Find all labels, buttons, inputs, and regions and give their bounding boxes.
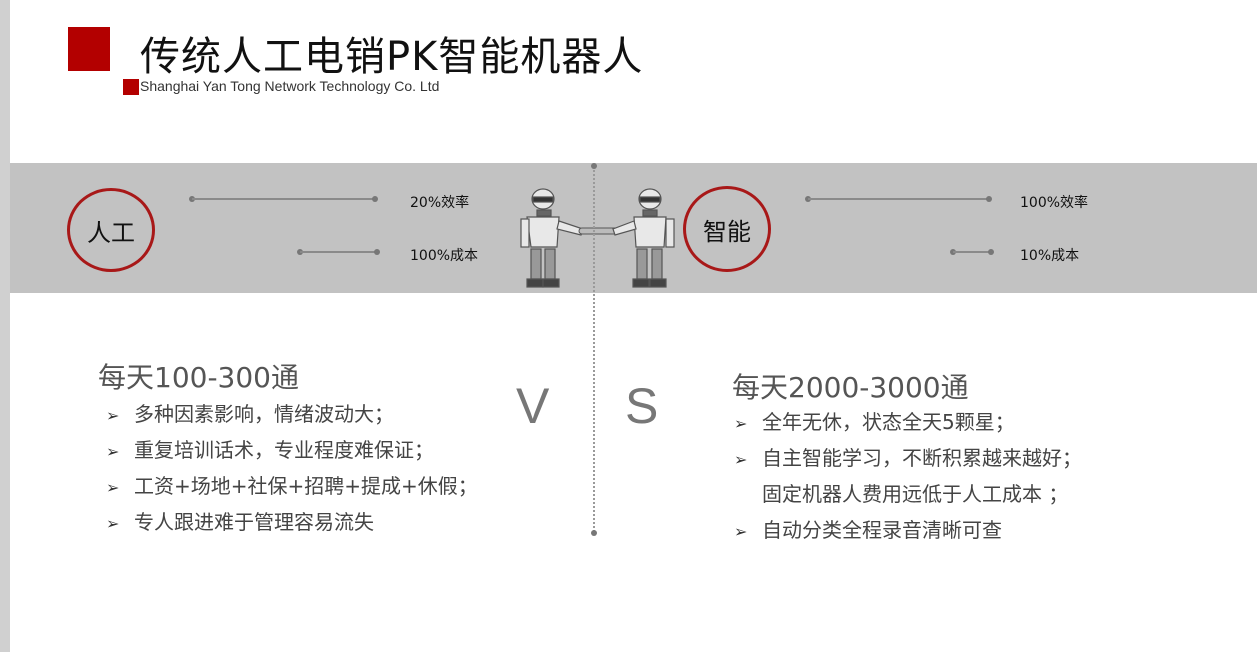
stat-line-dot <box>374 249 380 255</box>
human-efficiency-stat: 20%效率 <box>410 195 470 211</box>
arrow-bullet-icon: ➢ <box>106 478 120 497</box>
stat-line <box>300 251 376 253</box>
slide: 传统人工电销PK智能机器人 Shanghai Yan Tong Network … <box>10 0 1257 652</box>
list-item: ➢重复培训话术，专业程度难保证； <box>106 432 478 468</box>
list-item: ➢自主智能学习，不断积累越来越好； <box>734 440 1082 476</box>
stat-line <box>192 198 375 200</box>
robots-handshake-image <box>520 188 675 288</box>
smart-circle-label: 智能 <box>703 217 751 246</box>
smart-bullet-list: ➢全年无休，状态全天5颗星； ➢自主智能学习，不断积累越来越好； 固定机器人费用… <box>734 404 1082 548</box>
stat-line <box>808 198 988 200</box>
human-circle-label: 人工 <box>87 218 135 247</box>
human-calls-heading: 每天100-300通 <box>98 361 299 394</box>
smart-calls-heading: 每天2000-3000通 <box>732 371 969 404</box>
right-robot-icon <box>612 188 675 288</box>
left-robot-icon <box>520 188 584 288</box>
stat-line-dot <box>372 196 378 202</box>
vs-letter-v: V <box>516 378 550 434</box>
center-divider <box>593 166 595 532</box>
divider-dot-bottom <box>591 530 597 536</box>
page-title: 传统人工电销PK智能机器人 <box>140 34 644 80</box>
smart-efficiency-stat: 100%效率 <box>1020 195 1089 211</box>
company-subtitle: Shanghai Yan Tong Network Technology Co.… <box>140 78 440 94</box>
human-bullet-list: ➢多种因素影响，情绪波动大； ➢重复培训话术，专业程度难保证； ➢工资+场地+社… <box>106 396 478 540</box>
list-item-continuation: 固定机器人费用远低于人工成本 ； <box>762 482 1069 506</box>
stat-line <box>953 251 989 253</box>
list-item: ➢自动分类全程录音清晰可查 <box>734 512 1082 548</box>
list-item: ➢专人跟进难于管理容易流失 <box>106 504 478 540</box>
divider-dot-top <box>591 163 597 169</box>
vs-letter-s: S <box>625 378 659 434</box>
subtitle-accent-square <box>123 79 139 95</box>
arrow-bullet-icon: ➢ <box>106 442 120 461</box>
arrow-bullet-icon: ➢ <box>734 414 748 433</box>
arrow-bullet-icon: ➢ <box>734 450 748 469</box>
arrow-bullet-icon: ➢ <box>106 406 120 425</box>
list-item: ➢全年无休，状态全天5颗星； <box>734 404 1082 440</box>
stat-line-dot <box>988 249 994 255</box>
human-cost-stat: 100%成本 <box>410 248 479 264</box>
stat-line-dot <box>986 196 992 202</box>
human-circle: 人工 <box>67 188 155 272</box>
title-accent-square <box>68 27 110 71</box>
smart-circle: 智能 <box>683 186 771 272</box>
list-item: ➢工资+场地+社保+招聘+提成+休假； <box>106 468 478 504</box>
list-item: ➢多种因素影响，情绪波动大； <box>106 396 478 432</box>
arrow-bullet-icon: ➢ <box>106 514 120 533</box>
smart-cost-stat: 10%成本 <box>1020 248 1080 264</box>
arrow-bullet-icon: ➢ <box>734 522 748 541</box>
